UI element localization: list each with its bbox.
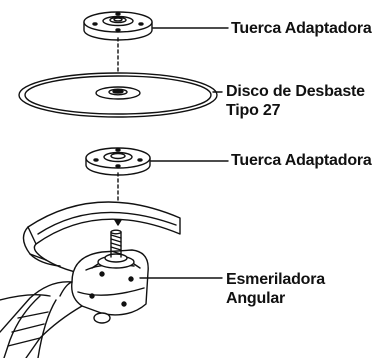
bottom-adapter-nut xyxy=(85,147,151,176)
leader-lines xyxy=(139,27,229,279)
label-grinding-disc-line2: Tipo 27 xyxy=(226,102,281,119)
label-top-adapter-nut-text: Tuerca Adaptadora xyxy=(231,20,372,37)
label-bottom-adapter-nut-text: Tuerca Adaptadora xyxy=(231,152,372,169)
label-angle-grinder-line1: Esmeriladora xyxy=(226,271,325,288)
label-grinding-disc-line1: Disco de Desbaste xyxy=(226,83,365,100)
label-angle-grinder-line2: Angular xyxy=(226,290,286,307)
angle-grinder xyxy=(0,201,181,359)
label-grinding-disc: Disco de Desbaste Tipo 27 xyxy=(226,82,365,120)
top-adapter-nut xyxy=(83,11,153,41)
label-bottom-adapter-nut: Tuerca Adaptadora xyxy=(231,151,372,170)
grinding-disc xyxy=(18,72,218,118)
label-angle-grinder: Esmeriladora Angular xyxy=(226,270,325,308)
label-top-adapter-nut: Tuerca Adaptadora xyxy=(231,19,372,38)
